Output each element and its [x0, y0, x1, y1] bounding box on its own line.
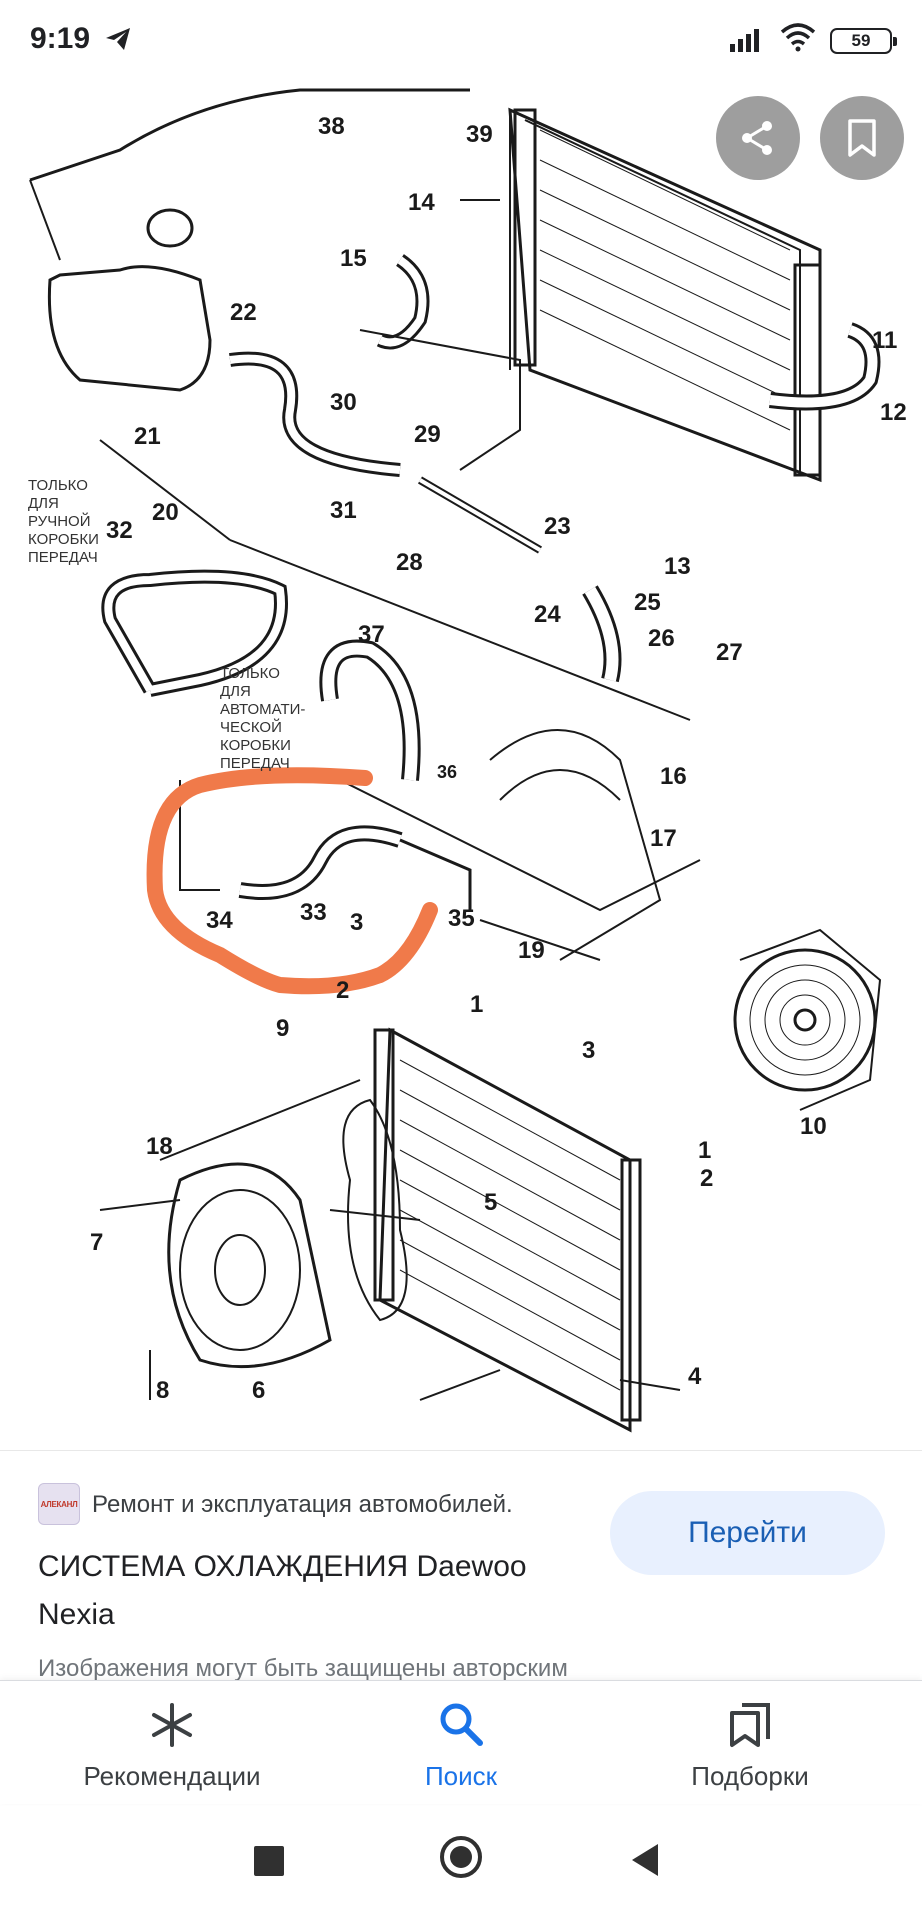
svg-text:8: 8: [156, 1377, 169, 1404]
result-title[interactable]: СИСТЕМА ОХЛАЖДЕНИЯ Daewoo Nexia: [38, 1550, 527, 1631]
svg-text:20: 20: [152, 499, 179, 526]
back-button[interactable]: [632, 1844, 658, 1876]
save-button[interactable]: [820, 96, 904, 180]
nav-recommendations-label: Рекомендации: [83, 1761, 261, 1791]
nav-collections-label: Подборки: [691, 1761, 809, 1791]
result-info-panel: АЛЕКАНЛ Ремонт и эксплуатация автомобиле…: [0, 1450, 922, 1680]
svg-text:29: 29: [414, 421, 441, 448]
cooling-system-diagram: ТОЛЬКО ДЛЯ РУЧНОЙ КОРОБКИ ПЕРЕДАЧ ТОЛЬКО…: [28, 88, 907, 1433]
bookmark-icon: [848, 119, 876, 157]
svg-text:ПЕРЕДАЧ: ПЕРЕДАЧ: [28, 549, 98, 566]
svg-text:33: 33: [300, 899, 327, 926]
nav-search[interactable]: Поиск: [311, 1681, 611, 1805]
svg-text:22: 22: [230, 299, 257, 326]
search-icon: [440, 1703, 483, 1746]
svg-text:15: 15: [340, 245, 367, 272]
svg-text:18: 18: [146, 1133, 173, 1160]
svg-text:38: 38: [318, 113, 345, 140]
telegram-send-icon: [106, 28, 130, 50]
svg-text:37: 37: [358, 621, 385, 648]
svg-text:25: 25: [634, 589, 661, 616]
svg-text:9: 9: [276, 1015, 289, 1042]
svg-text:АВТОМАТИ-: АВТОМАТИ-: [220, 701, 305, 718]
svg-text:4: 4: [688, 1363, 702, 1390]
source-name[interactable]: Ремонт и эксплуатация автомобилей.: [92, 1491, 513, 1518]
image-viewer[interactable]: ТОЛЬКО ДЛЯ РУЧНОЙ КОРОБКИ ПЕРЕДАЧ ТОЛЬКО…: [0, 80, 922, 1450]
home-button[interactable]: [440, 1836, 482, 1878]
svg-text:ЧЕСКОЙ: ЧЕСКОЙ: [220, 718, 282, 736]
signal-icon: [730, 29, 759, 52]
wifi-icon: [780, 23, 816, 52]
svg-text:21: 21: [134, 423, 161, 450]
svg-text:ТОЛЬКО: ТОЛЬКО: [28, 477, 88, 494]
highlight-annotation: [146, 767, 438, 995]
battery-level: 59: [851, 31, 871, 50]
battery-icon: 59: [830, 28, 897, 54]
svg-text:10: 10: [800, 1113, 827, 1140]
visit-button[interactable]: Перейти: [610, 1491, 885, 1575]
share-button[interactable]: [716, 96, 800, 180]
share-icon: [742, 121, 772, 155]
source-favicon: АЛЕКАНЛ: [38, 1483, 80, 1525]
svg-text:26: 26: [648, 625, 675, 652]
svg-text:24: 24: [534, 601, 561, 628]
svg-text:13: 13: [664, 553, 691, 580]
svg-text:23: 23: [544, 513, 571, 540]
collections-icon: [730, 1703, 770, 1747]
svg-text:28: 28: [396, 549, 423, 576]
recent-apps-button[interactable]: [254, 1846, 284, 1876]
svg-text:2: 2: [700, 1165, 713, 1192]
nav-collections[interactable]: Подборки: [600, 1681, 900, 1805]
svg-text:31: 31: [330, 497, 357, 524]
svg-text:5: 5: [484, 1189, 497, 1216]
svg-text:1: 1: [698, 1137, 711, 1164]
svg-text:30: 30: [330, 389, 357, 416]
svg-text:РУЧНОЙ: РУЧНОЙ: [28, 512, 90, 530]
nav-recommendations[interactable]: Рекомендации: [22, 1681, 322, 1805]
svg-text:КОРОБКИ: КОРОБКИ: [220, 737, 291, 754]
status-bar: 9:19 59: [0, 0, 922, 80]
bottom-nav: Рекомендации Поиск Подборки: [0, 1680, 922, 1804]
asterisk-icon: [152, 1703, 192, 1747]
svg-text:КОРОБКИ: КОРОБКИ: [28, 531, 99, 548]
svg-text:16: 16: [660, 763, 687, 790]
svg-text:17: 17: [650, 825, 677, 852]
svg-text:ДЛЯ: ДЛЯ: [28, 495, 59, 512]
svg-text:19: 19: [518, 937, 545, 964]
svg-text:6: 6: [252, 1377, 265, 1404]
svg-text:14: 14: [408, 189, 435, 216]
favicon-text: АЛЕКАНЛ: [40, 1499, 78, 1509]
svg-text:32: 32: [106, 517, 133, 544]
svg-text:27: 27: [716, 639, 743, 666]
svg-text:ПЕРЕДАЧ: ПЕРЕДАЧ: [220, 755, 290, 772]
status-time: 9:19: [30, 22, 91, 55]
svg-text:39: 39: [466, 121, 493, 148]
copyright-note: Изображения могут быть защищены авторски…: [38, 1655, 568, 1680]
svg-text:12: 12: [880, 399, 907, 426]
svg-text:3: 3: [582, 1037, 595, 1064]
svg-text:1: 1: [470, 991, 483, 1018]
svg-text:2: 2: [336, 977, 349, 1004]
nav-search-label: Поиск: [424, 1761, 498, 1791]
svg-text:7: 7: [90, 1229, 103, 1256]
svg-text:11: 11: [872, 327, 897, 354]
system-nav-bar: [0, 1806, 922, 1920]
svg-text:ДЛЯ: ДЛЯ: [220, 683, 251, 700]
svg-text:35: 35: [448, 905, 475, 932]
svg-text:36: 36: [437, 762, 457, 782]
svg-text:3: 3: [350, 909, 363, 936]
svg-text:ТОЛЬКО: ТОЛЬКО: [220, 665, 280, 682]
svg-text:34: 34: [206, 907, 233, 934]
